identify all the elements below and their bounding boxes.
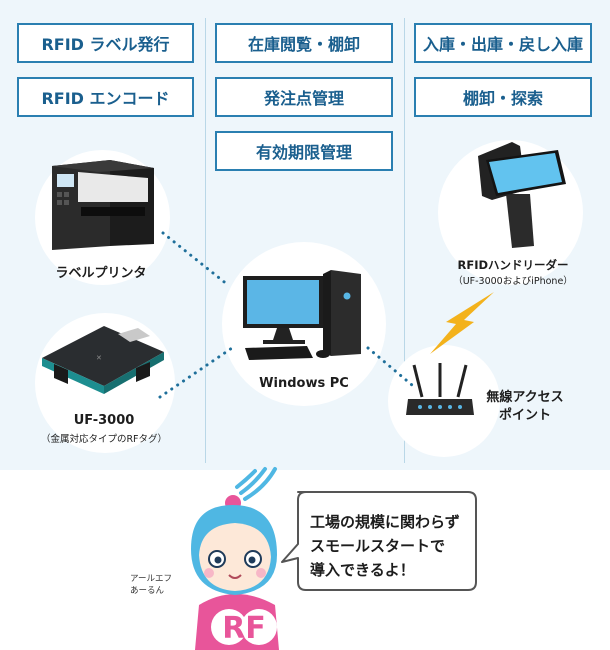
pc-label: Windows PC [259, 376, 349, 391]
mascot-shirt-text: RF [222, 611, 266, 646]
mascot-name-reading: アールエフ [130, 574, 172, 584]
speech-line-2: スモールスタートで [310, 537, 446, 555]
column-divider-left [205, 18, 206, 463]
mascot-character: RF [191, 467, 279, 650]
mascot-name: アールエフ あーるん [130, 573, 172, 597]
function-box-receiving-shipping: 入庫・出庫・戻し入庫 [414, 23, 592, 63]
link-printer-pc [161, 231, 230, 287]
mascot-name-label: あーるん [130, 586, 165, 596]
handheld-reader-icon [478, 142, 566, 248]
handheld-reader-note: （UF-3000およびiPhone） [453, 276, 573, 287]
uf3000-label: UF-3000 [73, 413, 135, 428]
rf-tag-icon: ✕ [42, 326, 164, 394]
handheld-reader-label: RFIDハンドリーダー [457, 258, 569, 272]
speech-line-1: 工場の規模に関わらず [310, 513, 460, 531]
function-box-expiry-management: 有効期限管理 [215, 131, 393, 171]
function-box-stocktake-search: 棚卸・探索 [414, 77, 592, 117]
function-box-rfid-label-issue: RFID ラベル発行 [17, 23, 194, 63]
desktop-pc-icon [243, 270, 361, 360]
function-box-reorder-point: 発注点管理 [215, 77, 393, 117]
speech-bubble [281, 491, 477, 591]
label-printer-icon [52, 160, 154, 250]
function-box-rfid-encode: RFID エンコード [17, 77, 194, 117]
speech-line-3: 導入できるよ！ [310, 561, 415, 579]
access-point-label-1: 無線アクセス [486, 390, 564, 405]
column-divider-right [404, 18, 405, 463]
link-pc-ap [366, 346, 414, 387]
router-icon [406, 363, 474, 415]
function-box-inventory-view: 在庫閲覧・棚卸 [215, 23, 393, 63]
link-uf3000-pc [158, 346, 234, 399]
uf3000-note: （金属対応タイプのRFタグ） [40, 434, 168, 445]
speech-text: 工場の規模に関わらず スモールスタートで 導入できるよ！ [310, 510, 485, 582]
access-point-label-2: ポイント [498, 408, 552, 423]
connection-lines [158, 231, 414, 399]
svg-text:✕: ✕ [96, 354, 102, 362]
wireless-signal-icon [430, 292, 494, 354]
label-printer-label: ラベルプリンタ [55, 266, 147, 281]
